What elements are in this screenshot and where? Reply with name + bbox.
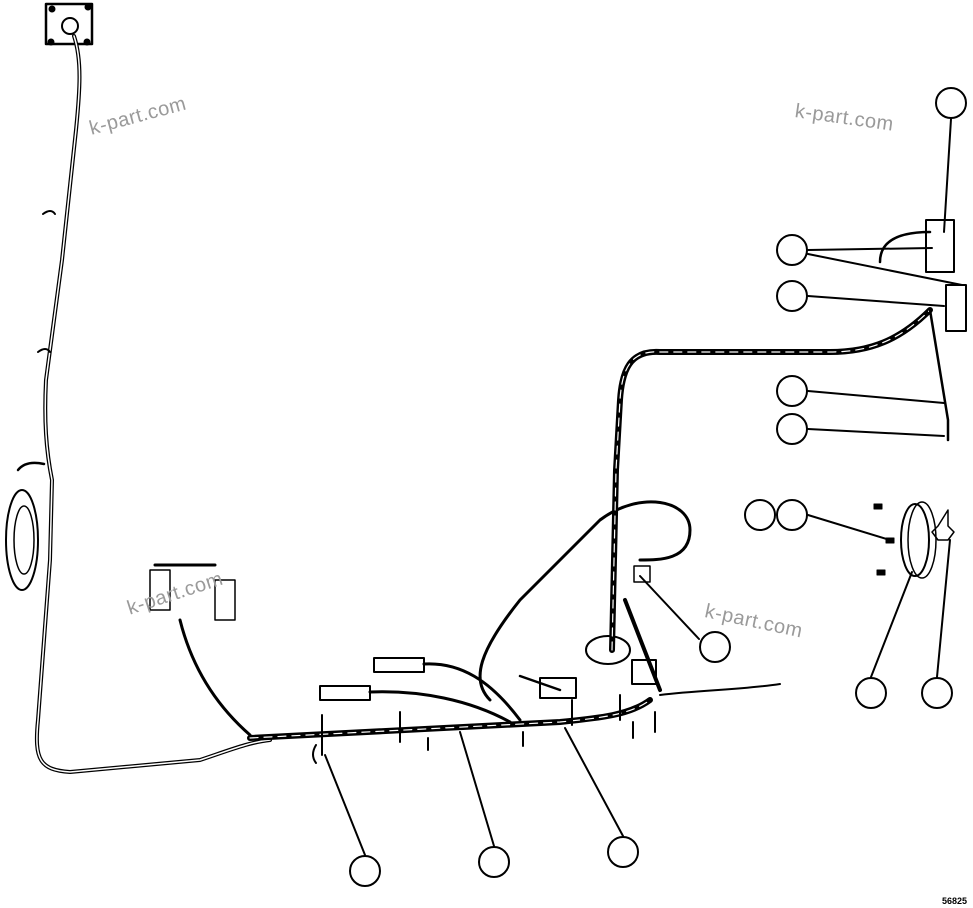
callout-2 <box>776 234 808 266</box>
top-connector-icon <box>44 2 94 46</box>
callout-9 <box>855 677 887 709</box>
callout-6 <box>744 499 776 531</box>
callout-7 <box>776 499 808 531</box>
figure-number: 56825 <box>941 896 967 906</box>
callout-11 <box>349 855 381 887</box>
callout-8 <box>699 631 731 663</box>
callout-4 <box>776 375 808 407</box>
callout-10 <box>921 677 953 709</box>
callout-12 <box>478 846 510 878</box>
callout-1 <box>935 87 967 119</box>
callout-3 <box>776 280 808 312</box>
callout-5 <box>776 413 808 445</box>
callout-13 <box>607 836 639 868</box>
